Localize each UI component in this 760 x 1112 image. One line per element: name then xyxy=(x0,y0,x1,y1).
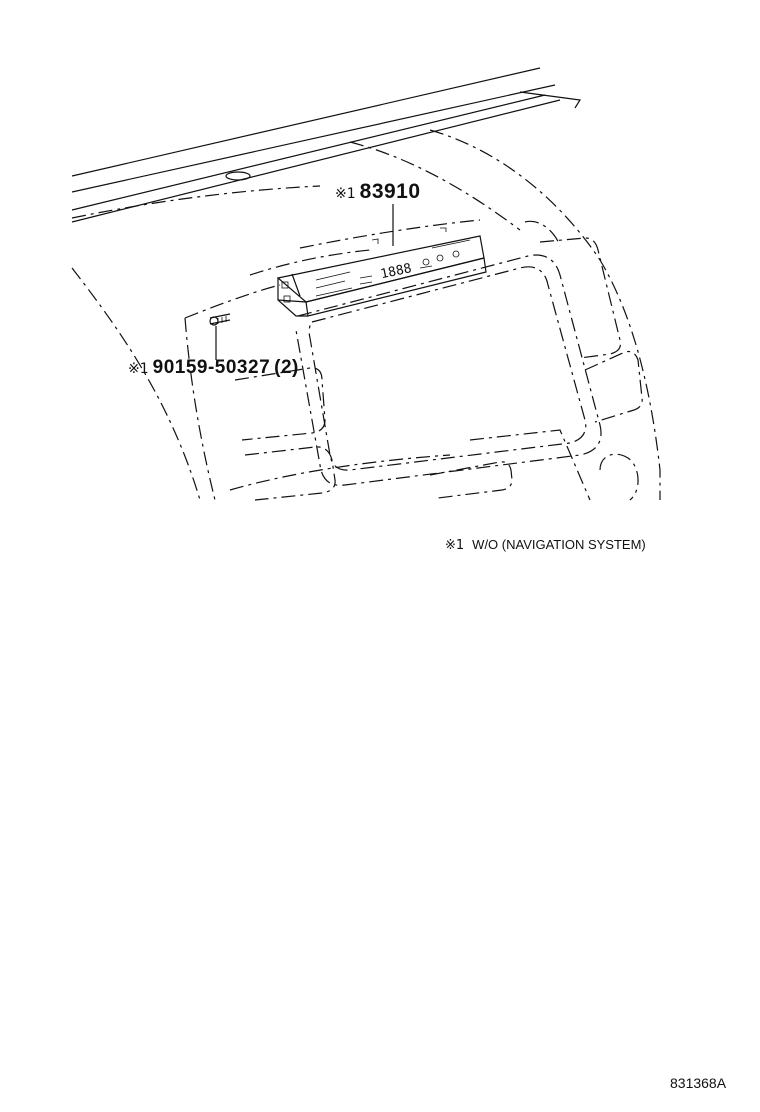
dashboard-contours xyxy=(71,129,661,501)
dashboard-illustration: 1888 xyxy=(71,67,661,501)
quantity-label: (2) xyxy=(274,357,299,378)
windshield-edge xyxy=(71,67,582,223)
illustration-id: 831368A xyxy=(670,1075,727,1091)
part-number-label: 90159-50327 xyxy=(152,357,271,378)
applicability-mark: ※1 xyxy=(335,186,356,202)
footnote: ※1 W/O (NAVIGATION SYSTEM) xyxy=(445,537,646,553)
footnote-mark: ※1 xyxy=(445,538,465,553)
display-digits: 1888 xyxy=(379,261,413,282)
part-number-label: 83910 xyxy=(359,180,421,203)
screw-icon xyxy=(209,313,231,326)
leader-lines xyxy=(215,204,394,360)
center-stack xyxy=(234,220,643,501)
applicability-mark: ※1 xyxy=(128,361,149,377)
clock-display-unit: 1888 xyxy=(276,227,487,317)
footnote-text: W/O (NAVIGATION SYSTEM) xyxy=(472,537,646,552)
